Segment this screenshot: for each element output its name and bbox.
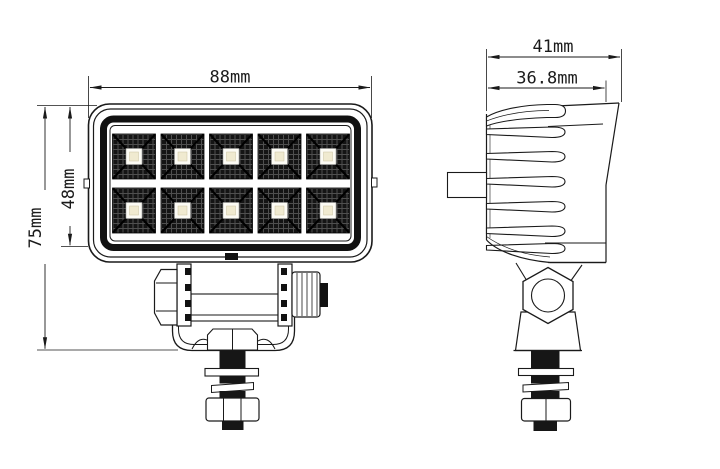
lock-washer xyxy=(522,381,569,393)
left-seam-tab xyxy=(83,178,90,189)
led-cell xyxy=(159,186,206,235)
stud-thread xyxy=(531,375,560,384)
knurled-nut-cap xyxy=(320,283,328,307)
pivot-bar xyxy=(190,293,279,322)
connector-tab xyxy=(446,171,488,199)
dimension-total-height: 75mm xyxy=(26,105,178,351)
lock-washer xyxy=(211,381,254,394)
dim-label-75mm: 75mm xyxy=(26,208,46,249)
led-cell xyxy=(305,186,351,235)
led-cell xyxy=(208,132,254,181)
hex-knob xyxy=(153,268,178,326)
left-plate-teeth xyxy=(185,268,191,321)
hex-nut xyxy=(205,397,260,422)
knurled-nut xyxy=(291,271,321,318)
side-view: 41mm 36.8mm xyxy=(446,37,622,431)
knurl-ridges xyxy=(296,273,318,316)
led-cell xyxy=(159,132,206,181)
dimension-body-depth: 36.8mm xyxy=(487,69,607,102)
pivot-bore xyxy=(530,278,566,313)
dim-label-88mm: 88mm xyxy=(210,68,251,88)
dim-label-41mm: 41mm xyxy=(533,37,574,57)
top-cover-inner-line xyxy=(486,110,550,122)
side-stud-assembly xyxy=(517,351,575,431)
spring-washer-right xyxy=(257,338,276,350)
stud-end xyxy=(222,421,244,430)
dim-label-36.8mm: 36.8mm xyxy=(516,69,577,89)
stud-thread xyxy=(531,391,560,399)
stud-thread xyxy=(531,351,560,369)
flat-washer xyxy=(204,367,260,377)
fin-blades xyxy=(485,126,566,238)
front-stud-assembly xyxy=(204,350,260,430)
stud-thread xyxy=(219,391,246,399)
stud-thread xyxy=(219,376,246,384)
stud-end xyxy=(533,421,557,431)
dimension-total-depth: 41mm xyxy=(486,37,622,111)
led-cell xyxy=(111,132,157,181)
bottom-cover-curve-inner xyxy=(486,236,551,258)
front-bezel-inner-line xyxy=(109,125,352,242)
bottom-notch xyxy=(225,253,238,260)
flat-washer xyxy=(517,367,575,377)
dim-label-48mm: 48mm xyxy=(59,169,79,210)
front-bracket xyxy=(153,263,328,430)
right-plate-teeth xyxy=(281,268,287,321)
led-cell xyxy=(256,132,303,181)
led-cell xyxy=(305,132,351,181)
bottom-cover-fin xyxy=(485,242,566,255)
right-seam-tab xyxy=(371,177,378,188)
led-cell xyxy=(111,186,157,235)
bottom-cover-curve xyxy=(486,239,606,264)
dimension-lens-height: 48mm xyxy=(59,106,88,247)
stud-thread xyxy=(219,350,246,369)
led-cell xyxy=(256,186,303,235)
led-cell xyxy=(208,186,254,235)
top-cover-fin xyxy=(485,103,567,127)
dimension-width: 88mm xyxy=(88,68,372,118)
front-view: 88mm 75mm 48mm xyxy=(26,68,378,430)
side-bracket xyxy=(513,262,583,431)
